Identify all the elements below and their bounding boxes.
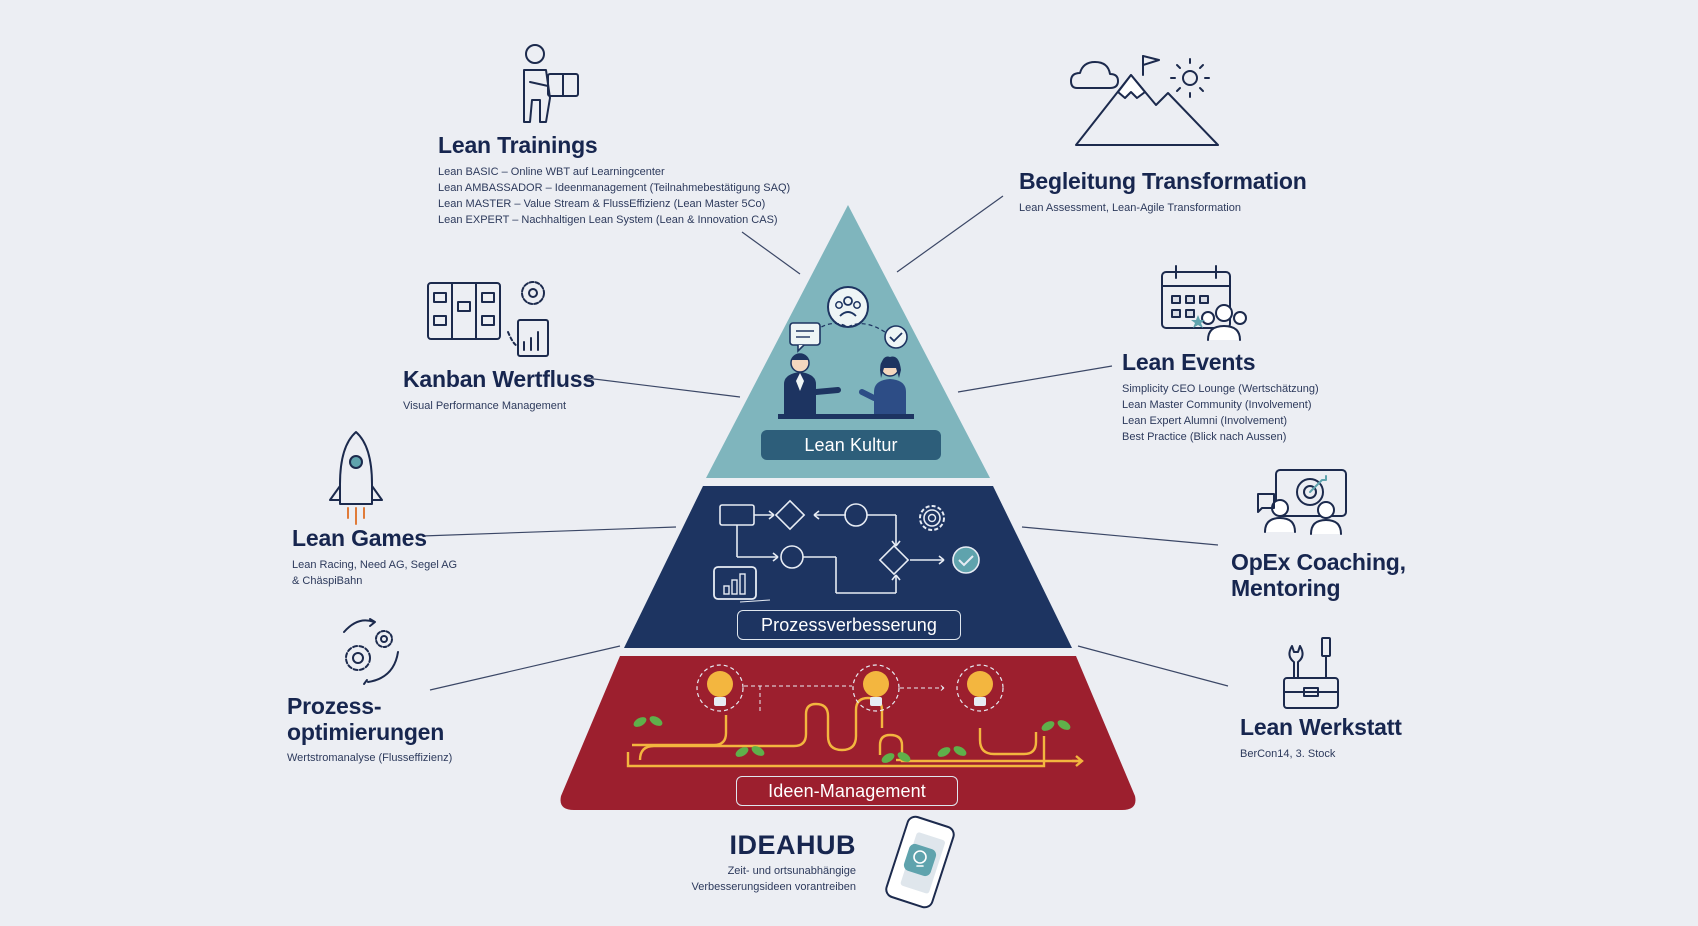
kanban-board-icon: [427, 281, 549, 357]
toolbox-icon: [1283, 637, 1339, 709]
lean-games-line: & ChäspiBahn: [292, 575, 363, 588]
werkstatt-line: BerCon14, 3. Stock: [1240, 748, 1336, 761]
lean-events-line: Lean Master Community (Involvement): [1122, 399, 1312, 412]
people-meeting-icon: [778, 353, 914, 419]
kanban-title: Kanban Wertfluss: [403, 366, 595, 392]
tier-label-text: Lean Kultur: [804, 434, 898, 455]
connector-begleitung: [896, 195, 1004, 273]
rocket-icon: [329, 431, 383, 525]
begleitung-line: Lean Assessment, Lean-Agile Transformati…: [1019, 202, 1241, 215]
idea-path: [626, 696, 1084, 768]
prozessopt-title-line: optimierungen: [287, 719, 445, 746]
ideahub-line: Zeit- und ortsunabhängige: [727, 865, 856, 878]
lean-trainings-line: Lean AMBASSADOR – Ideenmanagement (Teiln…: [438, 182, 791, 195]
gears-cycle-icon: [343, 618, 399, 685]
process-flow: [719, 499, 945, 594]
coaching-target-icon: [1257, 469, 1347, 535]
lean-trainings-title: Lean Trainings: [438, 132, 598, 158]
person-with-box-icon: [523, 44, 579, 123]
check-icon: [952, 546, 980, 574]
check-icon: [884, 325, 908, 349]
lean-events-line: Lean Expert Alumni (Involvement): [1122, 415, 1288, 428]
lean-trainings-line: Lean MASTER – Value Stream & FlussEffizi…: [438, 198, 766, 211]
werkstatt-block: Lean Werkstatt BerCon14, 3. Stock: [1240, 714, 1402, 762]
lean-events-line: Best Practice (Blick nach Aussen): [1122, 431, 1287, 444]
connector-opex: [1021, 526, 1219, 546]
lean-games-line: Lean Racing, Need AG, Segel AG: [292, 559, 458, 572]
tier-label-ideen-management: Ideen-Management: [736, 776, 958, 806]
lean-trainings-line: Lean EXPERT – Nachhaltigen Lean System (…: [438, 214, 778, 227]
kanban-block: Kanban Wertfluss Visual Performance Mana…: [403, 366, 595, 414]
pyramid-tier-top: [706, 205, 990, 478]
tier-label-text: Prozessverbesserung: [761, 614, 937, 635]
begleitung-block: Begleitung Transformation Lean Assessmen…: [1019, 168, 1307, 216]
lean-trainings-line: Lean BASIC – Online WBT auf Learningcent…: [438, 166, 665, 179]
prozessopt-block: Prozess- optimierungen Wertstromanalyse …: [287, 693, 452, 766]
bar-chart-icon: [713, 566, 757, 600]
begleitung-title: Begleitung Transformation: [1019, 168, 1307, 194]
mountain-flag-icon: [1070, 55, 1219, 146]
opex-block: OpEx Coaching, Mentoring: [1231, 549, 1406, 602]
ideahub-line: Verbesserungsideen vorantreiben: [691, 881, 856, 894]
lean-games-block: Lean Games Lean Racing, Need AG, Segel A…: [292, 525, 457, 589]
tier-label-lean-kultur: Lean Kultur: [761, 430, 941, 460]
sprout-icon: [633, 716, 1071, 763]
prozessopt-line: Wertstromanalyse (Flusseffizienz): [287, 751, 453, 764]
idea-connectors: [744, 683, 945, 712]
pyramid-tier-bottom-shape: [560, 656, 1136, 810]
tier-label-prozessverbesserung: Prozessverbesserung: [737, 610, 961, 640]
team-icon: [827, 286, 869, 328]
connector-prozessopt: [429, 645, 621, 691]
connector-lean-trainings: [741, 231, 801, 275]
lean-events-line: Simplicity CEO Lounge (Wertschätzung): [1122, 383, 1319, 396]
lightbulb-icon: [696, 664, 1004, 712]
tier-label-text: Ideen-Management: [768, 780, 926, 801]
lean-trainings-block: Lean Trainings Lean BASIC – Online WBT a…: [438, 132, 790, 228]
ideahub-title: IDEAHUB: [729, 830, 856, 860]
werkstatt-title: Lean Werkstatt: [1240, 714, 1402, 740]
smartphone-bulb-icon: [885, 815, 955, 909]
connector-lean-events: [957, 365, 1113, 393]
pyramid-tier-middle: [624, 486, 1072, 648]
lean-events-block: Lean Events Simplicity CEO Lounge (Werts…: [1122, 349, 1319, 445]
kanban-line: Visual Performance Management: [403, 400, 567, 413]
prozessopt-title-line: Prozess-: [287, 693, 382, 719]
connector-lean-games: [421, 526, 677, 537]
connector-kanban: [585, 377, 741, 398]
lean-games-title: Lean Games: [292, 525, 427, 551]
ideahub-block: IDEAHUB Zeit- und ortsunabhängige Verbes…: [650, 830, 856, 895]
connector-lines: [421, 195, 1229, 691]
calendar-people-icon: [1161, 265, 1247, 341]
opex-title-line: Mentoring: [1231, 575, 1341, 602]
lean-events-title: Lean Events: [1122, 349, 1256, 375]
chat-icon: [789, 322, 821, 353]
gear-icon: [919, 505, 945, 531]
opex-title-line: OpEx Coaching,: [1231, 549, 1406, 575]
connector-werkstatt: [1077, 645, 1229, 687]
